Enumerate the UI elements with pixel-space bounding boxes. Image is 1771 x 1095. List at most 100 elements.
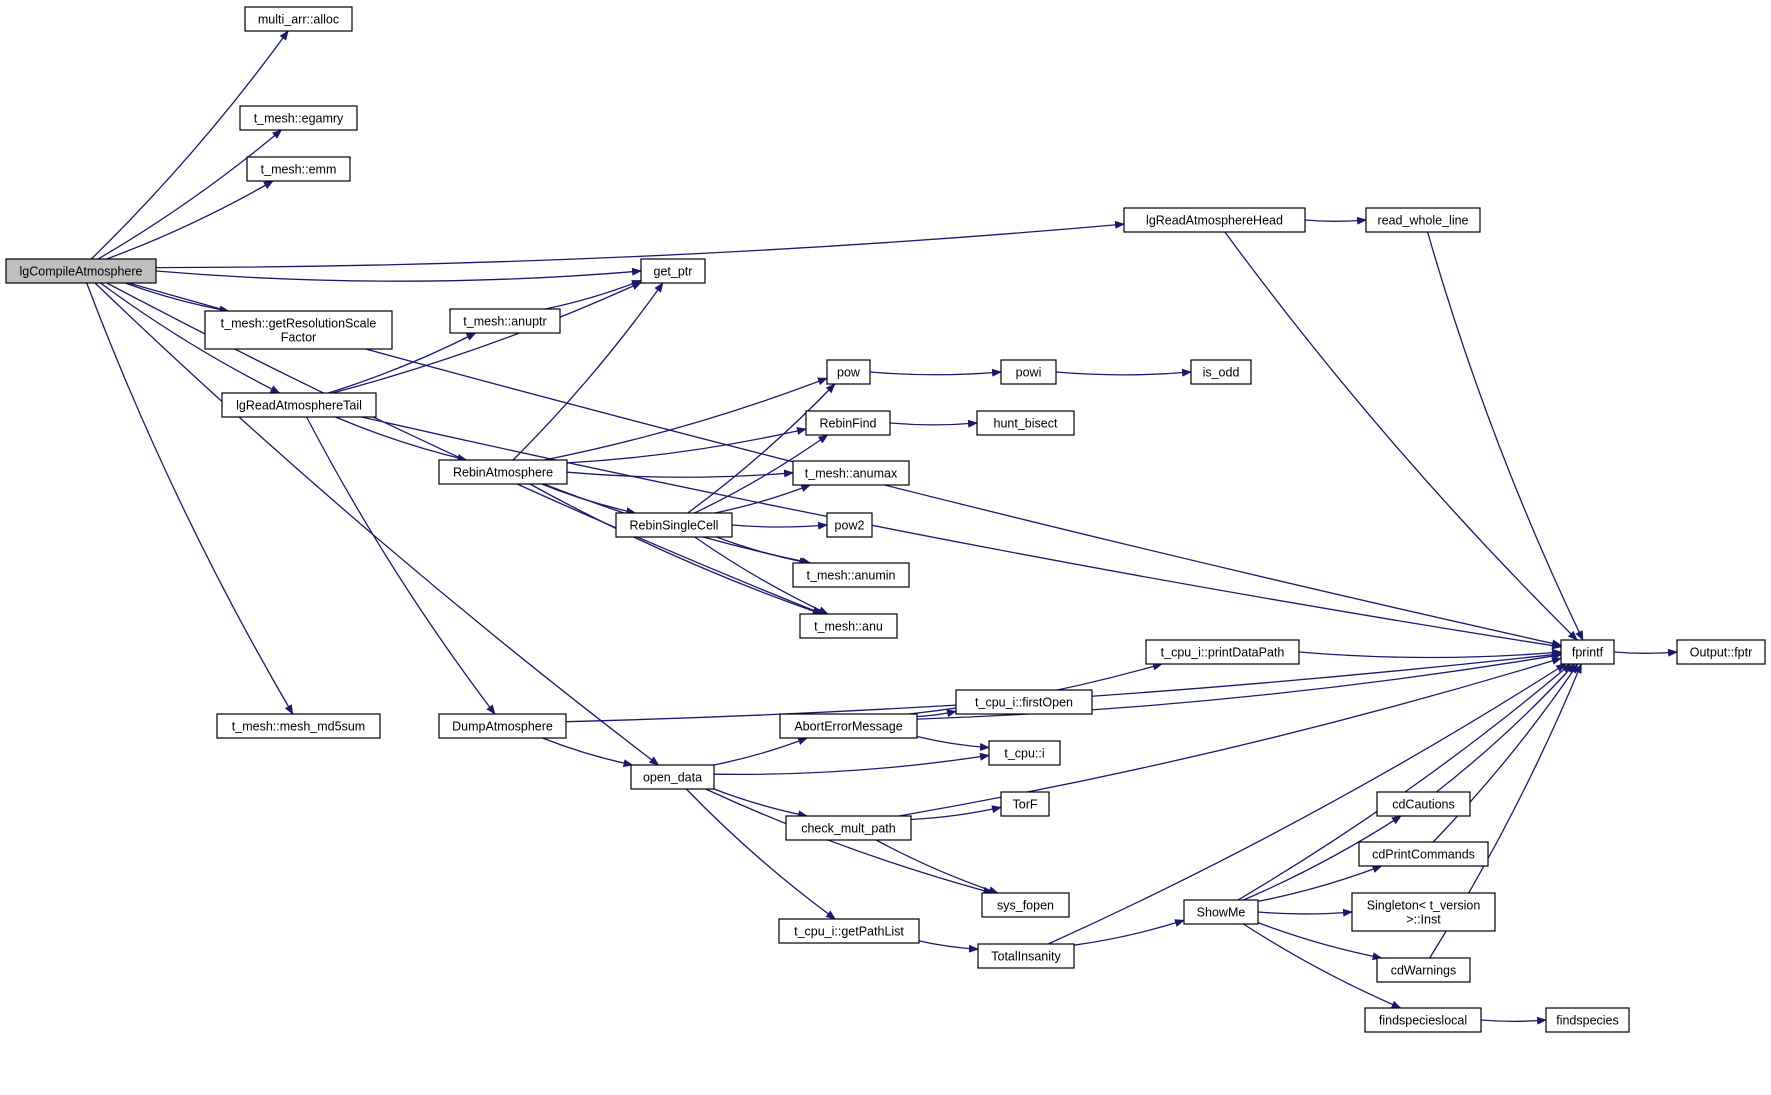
edge-lgCompileAtmosphere-to-t_mesh_egamry (97, 129, 283, 260)
node-findspecies[interactable]: findspecies (1545, 1007, 1630, 1033)
edge-lgReadAtmosphereTail-to-RebinAtmosphere (335, 416, 468, 462)
node-lgCompileAtmosphere[interactable]: lgCompileAtmosphere (5, 258, 157, 284)
edge-RebinAtmosphere-to-get_ptr (512, 282, 664, 461)
edge-lgCompileAtmosphere-to-t_mesh_getResolutionScaleFactor (124, 282, 230, 314)
edge-check_mult_path-to-TorF (910, 805, 1002, 821)
node-t_cpu_i[interactable]: t_cpu::i (988, 740, 1061, 766)
node-label: powi (1016, 366, 1042, 380)
edge-check_mult_path-to-sys_fopen (875, 839, 999, 894)
node-hunt_bisect[interactable]: hunt_bisect (976, 410, 1075, 436)
edge-ShowMe-to-findspecieslocal (1243, 923, 1402, 1009)
node-t_mesh_anumax[interactable]: t_mesh::anumax (792, 460, 910, 486)
edge-t_cpu_i_printDataPath-to-fprintf (1298, 648, 1562, 659)
node-t_mesh_emm[interactable]: t_mesh::emm (246, 156, 351, 182)
node-multi_arr_alloc[interactable]: multi_arr::alloc (244, 6, 353, 32)
edge-pow-to-powi (869, 368, 1002, 377)
node-TotalInsanity[interactable]: TotalInsanity (977, 943, 1075, 969)
node-t_mesh_anu[interactable]: t_mesh::anu (799, 613, 898, 639)
node-box (785, 815, 912, 841)
node-cdCautions[interactable]: cdCautions (1376, 791, 1471, 817)
node-check_mult_path[interactable]: check_mult_path (785, 815, 912, 841)
edge-lgCompileAtmosphere-to-multi_arr_alloc (90, 30, 289, 260)
node-box (204, 310, 393, 350)
node-box (244, 6, 353, 32)
node-box (1560, 639, 1615, 665)
node-label: t_mesh::egamry (254, 112, 344, 126)
node-label: cdPrintCommands (1372, 848, 1475, 862)
node-cdWarnings[interactable]: cdWarnings (1376, 957, 1471, 983)
edge-lgCompileAtmosphere-to-get_ptr (155, 267, 642, 282)
node-t_cpu_i_printDataPath[interactable]: t_cpu_i::printDataPath (1145, 639, 1300, 665)
node-pow2[interactable]: pow2 (826, 512, 873, 538)
node-box (1376, 791, 1471, 817)
node-label: hunt_bisect (994, 417, 1058, 431)
node-powi[interactable]: powi (1000, 359, 1057, 385)
node-t_mesh_mesh_md5sum[interactable]: t_mesh::mesh_md5sum (216, 713, 381, 739)
node-fprintf[interactable]: fprintf (1560, 639, 1615, 665)
node-box (792, 562, 910, 588)
node-box (805, 410, 891, 436)
node-t_mesh_anumin[interactable]: t_mesh::anumin (792, 562, 910, 588)
node-sys_fopen[interactable]: sys_fopen (981, 892, 1070, 918)
node-RebinFind[interactable]: RebinFind (805, 410, 891, 436)
node-label: get_ptr (654, 265, 693, 279)
node-box (615, 512, 733, 538)
node-open_data[interactable]: open_data (630, 764, 715, 790)
node-RebinSingleCell[interactable]: RebinSingleCell (615, 512, 733, 538)
node-label: t_cpu::i (1004, 747, 1044, 761)
node-label: RebinSingleCell (630, 519, 719, 533)
node-Output_fptr[interactable]: Output::fptr (1676, 639, 1766, 665)
edge-TotalInsanity-to-fprintf (1047, 663, 1567, 945)
node-box (216, 713, 381, 739)
node-ShowMe[interactable]: ShowMe (1183, 899, 1259, 925)
node-read_whole_line[interactable]: read_whole_line (1365, 207, 1481, 233)
node-DumpAtmosphere[interactable]: DumpAtmosphere (438, 713, 567, 739)
edge-open_data-to-t_cpu_i_getPathList (685, 788, 837, 920)
edge-ShowMe-to-cdPrintCommands (1257, 865, 1383, 903)
node-label: t_mesh::anumax (805, 467, 898, 481)
node-TorF[interactable]: TorF (1000, 791, 1050, 817)
node-label: t_cpu_i::printDataPath (1161, 646, 1285, 660)
node-findspecieslocal[interactable]: findspecieslocal (1364, 1007, 1482, 1033)
node-t_mesh_egamry[interactable]: t_mesh::egamry (239, 105, 358, 131)
edge-RebinAtmosphere-to-pow (544, 377, 828, 461)
node-Singleton_t_version_Inst[interactable]: Singleton< t_version>::Inst (1351, 892, 1496, 932)
node-RebinAtmosphere[interactable]: RebinAtmosphere (438, 459, 568, 485)
node-label: t_mesh::anu (814, 620, 883, 634)
node-is_odd[interactable]: is_odd (1190, 359, 1252, 385)
node-box (1190, 359, 1252, 385)
edge-fprintf-to-Output_fptr (1613, 648, 1678, 657)
edge-lgReadAtmosphereTail-to-DumpAtmosphere (306, 416, 496, 715)
node-label: sys_fopen (997, 899, 1054, 913)
node-label: t_mesh::anumin (807, 569, 896, 583)
edge-ShowMe-to-cdCautions (1243, 815, 1402, 901)
node-box (799, 613, 898, 639)
node-label: cdWarnings (1391, 964, 1457, 978)
node-get_ptr[interactable]: get_ptr (640, 258, 706, 284)
node-cdPrintCommands[interactable]: cdPrintCommands (1358, 841, 1489, 867)
edge-RebinSingleCell-to-RebinFind (694, 434, 829, 514)
edge-lgReadAtmosphereTail-to-t_mesh_anuptr (328, 332, 477, 394)
node-box (977, 943, 1075, 969)
node-AbortErrorMessage[interactable]: AbortErrorMessage (779, 713, 918, 739)
node-label: t_mesh::anuptr (463, 315, 546, 329)
edge-read_whole_line-to-fprintf (1426, 231, 1584, 641)
node-t_mesh_anuptr[interactable]: t_mesh::anuptr (449, 308, 561, 334)
edge-lgReadAtmosphereTail-to-get_ptr (332, 281, 642, 394)
edge-open_data-to-sys_fopen (705, 788, 994, 895)
node-box (826, 512, 873, 538)
edge-TotalInsanity-to-ShowMe (1073, 919, 1185, 946)
node-box (826, 359, 871, 385)
node-pow[interactable]: pow (826, 359, 871, 385)
edge-RebinAtmosphere-to-RebinFind (566, 427, 807, 464)
node-lgReadAtmosphereHead[interactable]: lgReadAtmosphereHead (1123, 207, 1306, 233)
node-box (981, 892, 1070, 918)
node-lgReadAtmosphereTail[interactable]: lgReadAtmosphereTail (221, 392, 377, 418)
node-label: findspecies (1556, 1014, 1619, 1028)
node-t_cpu_i_firstOpen[interactable]: t_cpu_i::firstOpen (955, 689, 1093, 715)
node-t_cpu_i_getPathList[interactable]: t_cpu_i::getPathList (778, 918, 920, 944)
node-box (1145, 639, 1300, 665)
edge-check_mult_path-to-fprintf (898, 657, 1562, 817)
